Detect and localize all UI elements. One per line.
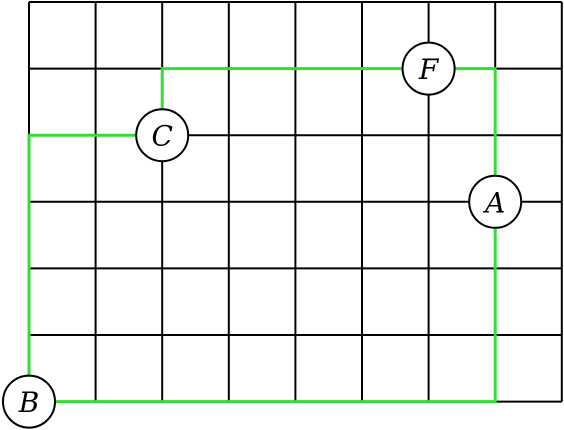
node-label: A: [482, 186, 505, 219]
node-label: B: [18, 386, 40, 419]
node-C: C: [135, 108, 190, 163]
node-circle: [468, 174, 523, 229]
node-F: F: [401, 41, 456, 96]
node-circle: [135, 108, 190, 163]
route-polyline: [27, 67, 497, 404]
node-markers: F C A B: [2, 41, 523, 429]
green-path: [27, 67, 497, 404]
node-circle: [401, 41, 456, 96]
node-A: A: [468, 174, 523, 229]
node-B: B: [2, 374, 56, 429]
node-label: F: [418, 53, 440, 86]
node-circle: [2, 374, 56, 429]
node-label: C: [151, 120, 172, 153]
